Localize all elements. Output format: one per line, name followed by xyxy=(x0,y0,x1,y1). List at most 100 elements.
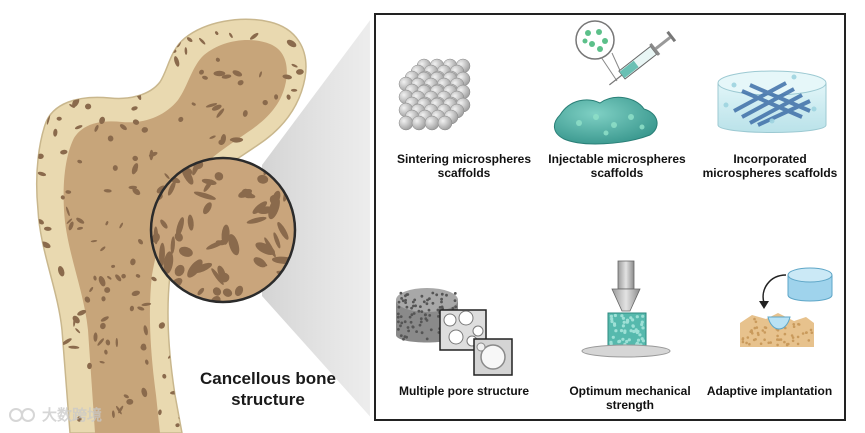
tissue-particle xyxy=(776,343,779,347)
injectable-microspheres-icon xyxy=(554,20,677,145)
caption-incorporated: Incorporated microspheres scaffolds xyxy=(695,152,845,180)
scaffold-pore xyxy=(413,298,417,302)
scaffold-pore xyxy=(403,335,407,338)
scaffold-particle xyxy=(629,316,633,320)
scaffold-pore xyxy=(396,315,400,319)
bone-pore xyxy=(250,424,255,429)
scaffold-particle xyxy=(620,314,624,318)
scaffold-particle xyxy=(621,324,625,328)
tissue-particle xyxy=(763,331,767,334)
tissue-particle xyxy=(797,322,800,326)
scaffold-pore xyxy=(435,293,439,297)
bone-pore xyxy=(65,206,70,217)
caption-adaptive-implantation: Adaptive implantation xyxy=(697,384,842,398)
scaffold-pore xyxy=(424,317,428,321)
bone-pore xyxy=(291,63,298,68)
scaffold-particle xyxy=(627,338,631,342)
bone-pore xyxy=(216,108,225,118)
magnified-pore xyxy=(197,287,205,296)
bone-pore xyxy=(229,32,233,39)
bone-pore xyxy=(82,46,94,54)
bone-pore xyxy=(150,71,156,81)
scaffold-particle xyxy=(629,329,633,333)
microsphere xyxy=(398,115,414,131)
tissue-particle xyxy=(748,342,751,346)
magnified-pore xyxy=(273,232,281,249)
caption-injectable-line1: Injectable microspheres xyxy=(548,152,686,166)
bone-pore xyxy=(139,86,145,93)
bone-pore xyxy=(259,71,262,78)
tissue-particle xyxy=(777,338,781,342)
bone-pore xyxy=(262,99,268,106)
scaffold-pore xyxy=(431,301,435,305)
bone-pore xyxy=(89,286,94,293)
bone-pore xyxy=(264,327,274,334)
magnified-pore xyxy=(167,181,176,196)
bone-pore xyxy=(215,57,220,62)
bone-pore xyxy=(85,103,92,110)
tissue-particle xyxy=(779,338,783,341)
bone-pore xyxy=(229,137,242,142)
microsphere xyxy=(411,115,427,131)
bone-pore xyxy=(111,264,116,268)
tissue-particle xyxy=(761,329,765,332)
scaffold-pore xyxy=(453,299,457,302)
scaffold-particle xyxy=(619,329,624,333)
bone-pore xyxy=(127,70,137,74)
magnification-cone xyxy=(262,20,370,417)
bone-pore xyxy=(123,394,129,399)
bone-pore xyxy=(220,134,227,145)
scaffold-particle xyxy=(609,340,613,344)
bone-pore xyxy=(202,75,208,80)
scaffold-pore xyxy=(400,297,403,300)
bone-pore xyxy=(82,26,87,35)
scaffold-pore xyxy=(417,309,421,313)
scaffold-pore xyxy=(412,312,416,315)
bone-pore xyxy=(44,226,52,231)
multiple-pore-structure-icon xyxy=(396,288,513,376)
bone-pore xyxy=(205,103,218,108)
scaffold-pore xyxy=(419,317,423,321)
scaffold-pore xyxy=(420,310,424,313)
magnified-pore xyxy=(203,202,212,215)
tissue-particle xyxy=(756,331,760,335)
tissue-particle xyxy=(792,323,795,326)
scaffold-particle xyxy=(621,337,625,341)
scaffold-pore xyxy=(403,320,407,324)
tissue-particle xyxy=(754,338,757,341)
scaffold-pore xyxy=(406,326,410,329)
scaffold-pore xyxy=(419,305,422,308)
scaffold-pore xyxy=(436,308,440,312)
scaffold-particle xyxy=(636,329,640,334)
bone-pore xyxy=(83,86,87,93)
bone-pore xyxy=(111,410,115,418)
bone-pore xyxy=(199,69,204,75)
magnifier-circle xyxy=(149,156,297,304)
bone-pore xyxy=(84,48,95,53)
bone-pore xyxy=(105,339,111,346)
bone-pore xyxy=(272,355,279,363)
scaffold-pore xyxy=(397,305,401,309)
bone-pore xyxy=(77,309,87,316)
scaffold-particle xyxy=(625,320,629,324)
tissue-particle xyxy=(755,326,759,329)
bone-pore xyxy=(138,64,147,68)
watermark: 大数跨境 xyxy=(8,403,102,425)
scaffold-pore xyxy=(445,293,448,297)
scaffold-pore xyxy=(410,306,413,310)
bone-pore xyxy=(131,290,140,297)
magnified-pore xyxy=(257,174,269,184)
scaffold-pore xyxy=(451,307,455,310)
tissue-particle xyxy=(759,342,763,346)
tissue-particle xyxy=(796,335,800,339)
magnified-pore xyxy=(187,214,194,231)
magnified-pore xyxy=(178,246,193,257)
bone-pore xyxy=(96,74,103,81)
bone-pore xyxy=(158,409,162,416)
bone-pore xyxy=(76,226,84,230)
bone-pore xyxy=(61,338,72,345)
tissue-particle xyxy=(785,343,789,347)
bone-pore xyxy=(186,37,193,43)
scaffold-pore xyxy=(454,305,458,309)
bone-pore xyxy=(100,316,109,322)
